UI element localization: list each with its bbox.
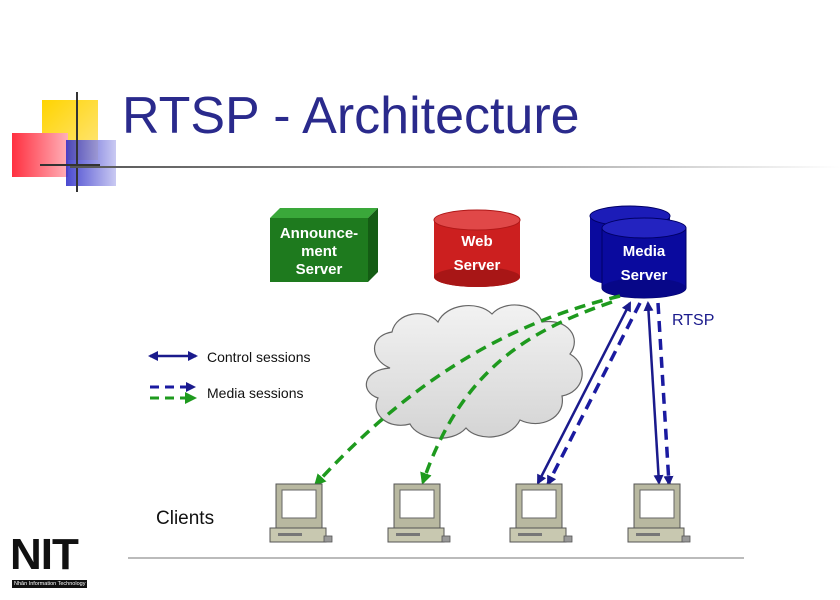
legend-media-label: Media sessions [207, 385, 304, 401]
announcement-server-label-2: ment [301, 243, 337, 260]
media-server: Media Server [589, 205, 687, 299]
media-session-arrow-client-3 [546, 302, 642, 486]
announcement-server-label-1: Announce- [280, 225, 358, 242]
corner-decoration-blue [66, 140, 116, 186]
client-computer-3 [509, 483, 573, 543]
legend-control-label: Control sessions [207, 349, 311, 365]
client-computer-1 [269, 483, 333, 543]
web-server: Web Server [433, 209, 521, 287]
media-server-label-1: Media [623, 243, 666, 260]
web-server-label-1: Web [461, 233, 492, 250]
control-session-arrow-client-4 [643, 301, 664, 485]
nit-logo: NIT [10, 530, 79, 579]
media-session-arrow-client-4 [656, 302, 674, 486]
announcement-server-label-3: Server [296, 261, 343, 278]
slide-title: RTSP - Architecture [122, 87, 580, 145]
network-cloud [365, 304, 583, 439]
media-server-label-2: Server [621, 267, 668, 284]
control-session-arrow-client-3 [536, 301, 632, 485]
web-server-label-2: Server [454, 257, 501, 274]
corner-decoration-red [12, 133, 68, 177]
corner-line-horizontal [40, 164, 100, 166]
title-rule [70, 166, 840, 168]
clients-label: Clients [156, 508, 214, 529]
rtsp-label: RTSP [672, 312, 714, 329]
client-computer-4 [627, 483, 691, 543]
announcement-server: Announce- ment Server [270, 208, 378, 282]
corner-line-vertical [76, 92, 78, 192]
nit-logo-subtitle: Nhân Information Technology [12, 580, 88, 588]
client-computer-2 [387, 483, 451, 543]
legend: Control sessions Media sessions [148, 349, 311, 404]
